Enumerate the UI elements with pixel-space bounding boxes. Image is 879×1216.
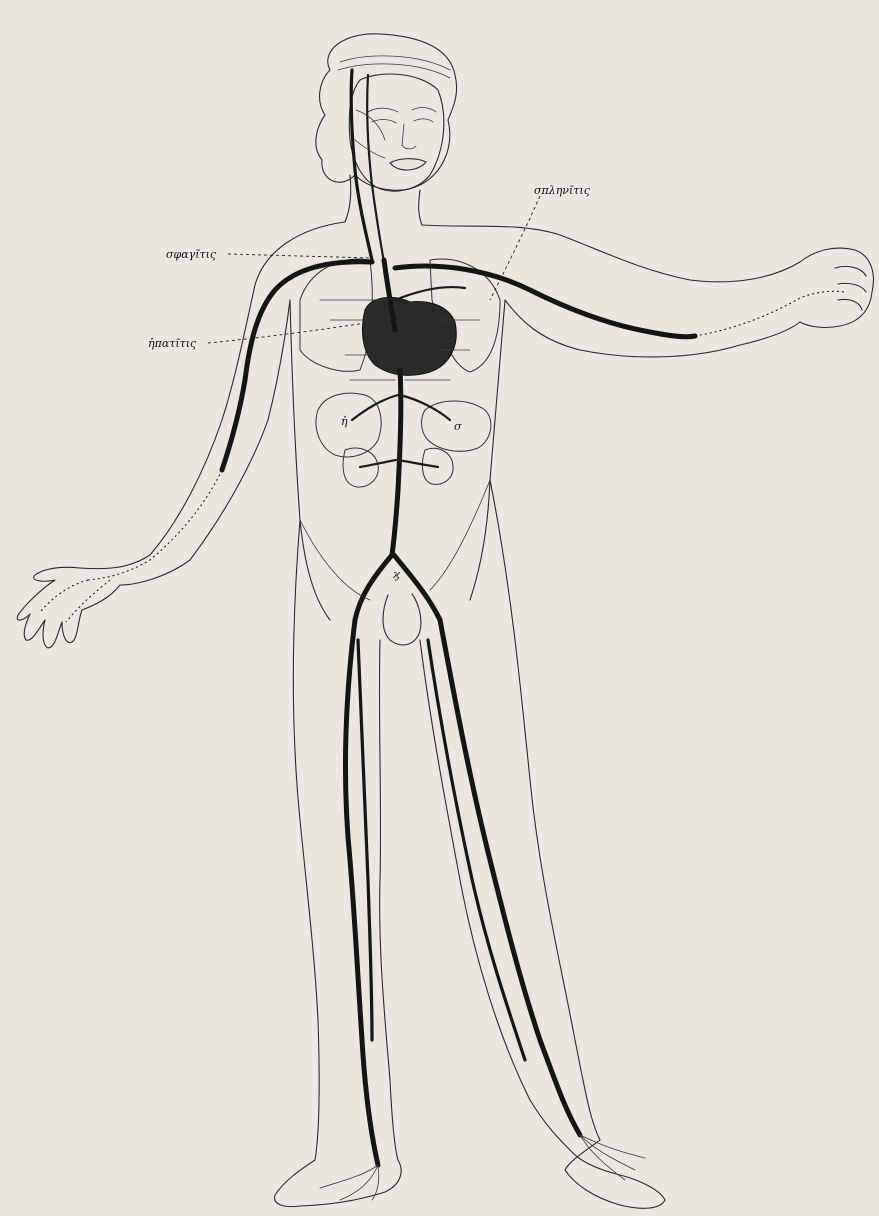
left-leg-inner (379, 640, 398, 1160)
mouth (390, 159, 426, 170)
label-spleen-mark: σ (454, 420, 462, 433)
leader-sphagitis (228, 254, 372, 258)
leader-hepatitis (208, 322, 372, 343)
right-femoral-inner (428, 640, 525, 1060)
eyebrow-right (412, 108, 436, 112)
right-leg-inner (420, 640, 570, 1150)
label-liver-mark: ἠ (341, 415, 348, 428)
left-arm-vein (222, 262, 372, 470)
left-foot-veins (320, 1165, 379, 1200)
pelvis-left (300, 520, 370, 600)
right-forearm-vein (695, 291, 845, 336)
left-hand-vein-1 (40, 580, 88, 612)
eye-right (414, 119, 433, 122)
face-outline (349, 74, 444, 191)
splenic-branch (400, 395, 450, 420)
brain-band-2 (338, 64, 450, 78)
vessels (40, 70, 845, 1200)
neck-right (419, 190, 422, 225)
label-splenitis: σπληνῖτις (534, 184, 591, 197)
label-bladder-mark: ϗ (393, 568, 401, 581)
head (316, 34, 457, 191)
pelvis-right (430, 480, 490, 590)
hepatic-branch (352, 395, 398, 420)
label-sphagitis: σφαγῖτις (166, 248, 217, 261)
eyebrow-left (368, 108, 398, 112)
genitals (383, 594, 421, 645)
right-foot (565, 1140, 665, 1208)
right-leg-outer (490, 480, 600, 1140)
right-arm-lower (505, 300, 800, 357)
left-arm-outer (80, 222, 345, 569)
jugular-right (367, 75, 384, 262)
nose (402, 124, 416, 149)
iliac-left (355, 555, 392, 620)
renal-right (398, 460, 438, 467)
lung-left (300, 259, 372, 371)
face-vessel-1 (356, 110, 385, 140)
label-hepatitis: ἠπατῖτις (148, 337, 197, 350)
right-femoral-outer (440, 620, 580, 1135)
brain-band (340, 56, 450, 70)
left-hand (17, 567, 120, 648)
torso-right (470, 300, 505, 600)
heart (362, 297, 456, 375)
left-arm-inner (120, 300, 290, 585)
iliac-right (394, 555, 440, 620)
right-fist (800, 248, 873, 327)
left-foot (275, 1160, 402, 1207)
neck-left (345, 175, 351, 222)
left-leg-outer (293, 520, 319, 1160)
vena-cava-inferior (392, 370, 401, 555)
left-forearm-vein (88, 470, 222, 580)
thoracic-branch-1 (395, 287, 465, 300)
liver-outline (316, 393, 381, 457)
